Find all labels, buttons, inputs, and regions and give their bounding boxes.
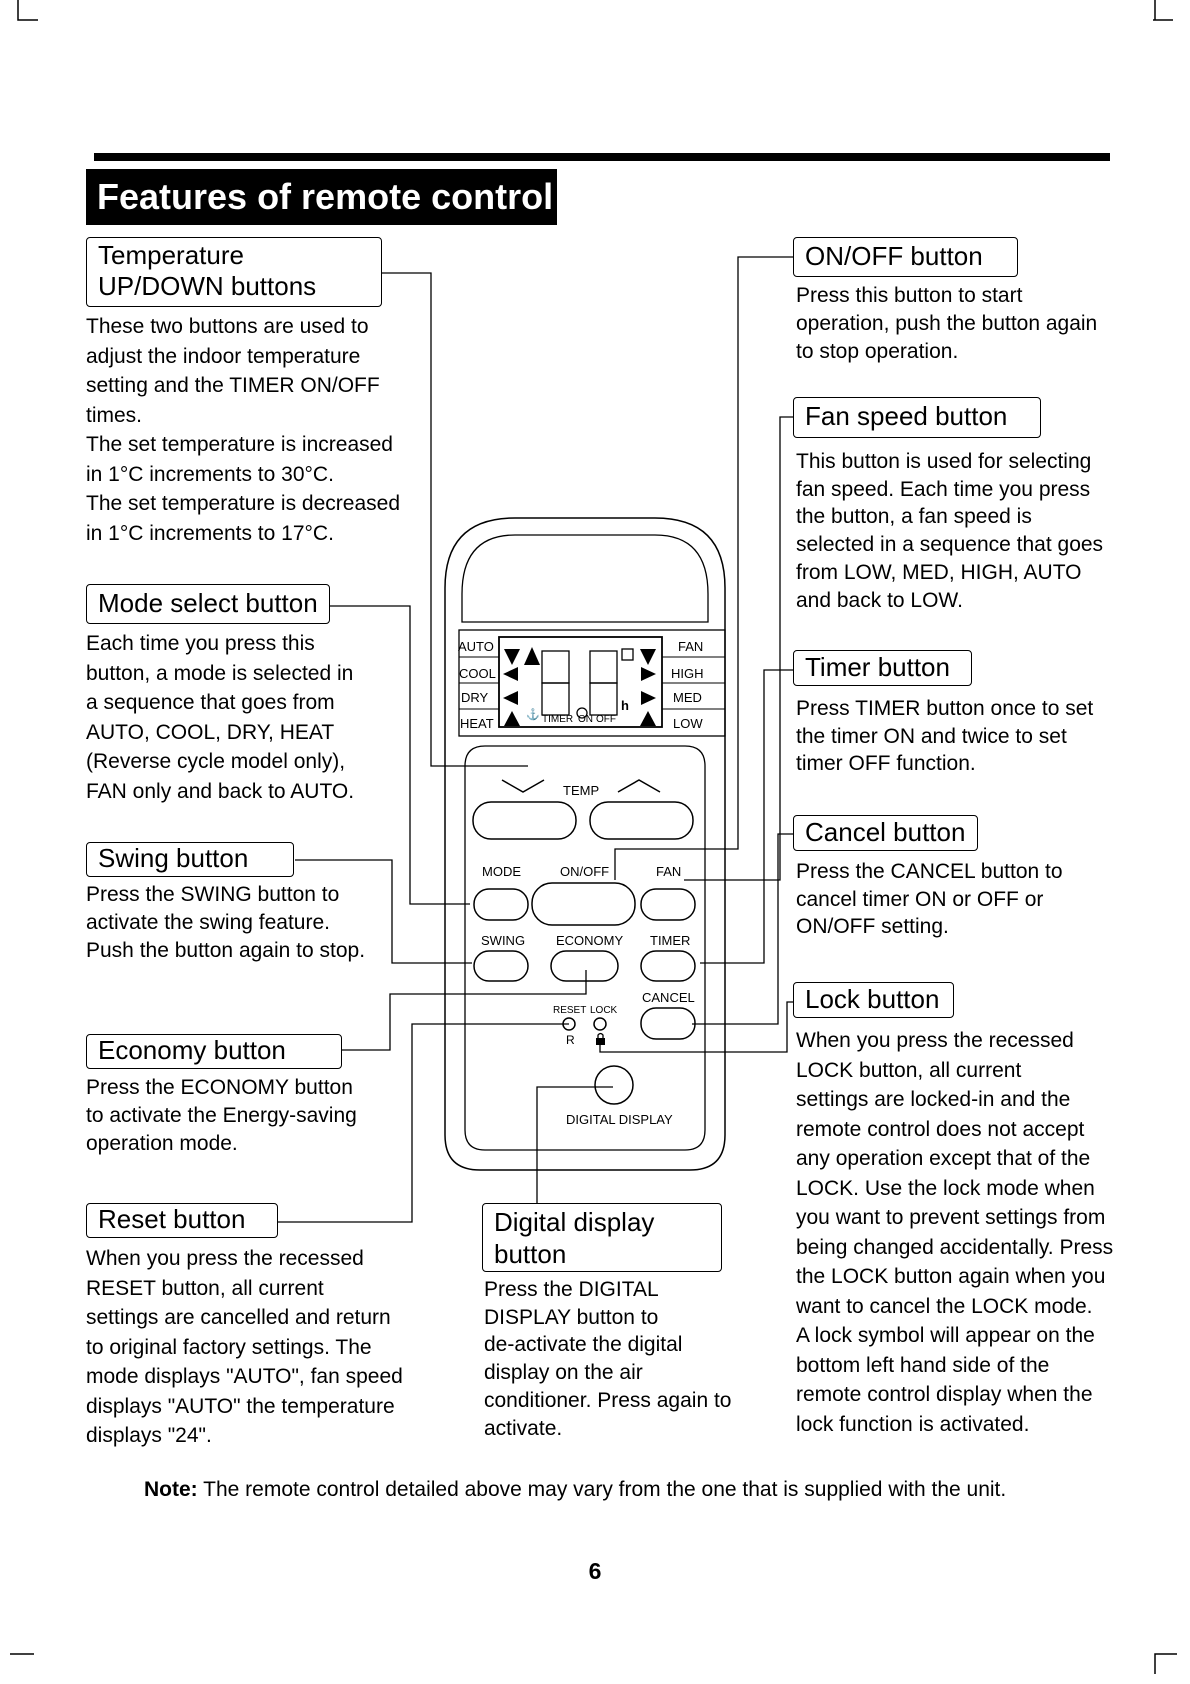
lcd-fan: FAN — [678, 639, 703, 654]
temperature-heading: Temperature UP/DOWN buttons — [86, 237, 382, 307]
lcd-mode-cool: COOL — [459, 666, 496, 681]
digital-description: Press the DIGITAL DISPLAY button to de-a… — [484, 1278, 732, 1440]
digital-display-label: DIGITAL DISPLAY — [566, 1112, 673, 1127]
note-text: The remote control detailed above may va… — [197, 1478, 1007, 1501]
footer-note: Note: The remote control detailed above … — [144, 1478, 1006, 1502]
reset-description: When you press the recessed RESET button… — [86, 1247, 403, 1447]
cancel-heading: Cancel button — [793, 815, 978, 851]
lock-label: LOCK — [590, 1005, 618, 1016]
temperature-heading-line2: UP/DOWN buttons — [98, 271, 317, 301]
lcd-off: OFF — [596, 714, 616, 725]
header-rule — [94, 153, 1110, 161]
cancel-description: Press the CANCEL button to cancel timer … — [796, 860, 1063, 939]
temp-label: TEMP — [563, 783, 599, 798]
cancel-label: CANCEL — [642, 990, 695, 1005]
timer-description: Press TIMER button once to set the timer… — [796, 697, 1094, 776]
digital-heading-line2: button — [494, 1239, 567, 1269]
lock-heading: Lock button — [793, 982, 954, 1018]
lcd-mode-heat: HEAT — [460, 716, 494, 731]
reset-label: RESET — [553, 1005, 586, 1016]
economy-button — [550, 950, 619, 982]
digital-heading: Digital display button — [482, 1203, 722, 1272]
lcd-h: h — [621, 698, 629, 713]
leader-lines — [278, 256, 793, 1223]
lcd-on: ON — [578, 714, 593, 725]
fan-label: FAN — [656, 864, 681, 879]
lcd-mode-dry: DRY — [461, 690, 489, 705]
lcd-screen — [498, 636, 663, 728]
lcd-lock-glyph: ⚓ — [526, 708, 540, 721]
timer-label: TIMER — [650, 933, 690, 948]
crop-mark-top-right — [1153, 0, 1173, 21]
economy-label: ECONOMY — [556, 933, 624, 948]
onoff-description: Press this button to start operation, pu… — [796, 284, 1098, 363]
remote-button-panel — [464, 745, 706, 1151]
temp-down-button — [472, 801, 577, 840]
mode-description: Each time you press this button, a mode … — [86, 632, 355, 803]
swing-label: SWING — [481, 933, 525, 948]
temperature-heading-line1: Temperature — [98, 240, 244, 270]
mode-button — [473, 888, 529, 921]
temp-up-arrow — [617, 779, 661, 793]
mode-label: MODE — [482, 864, 521, 879]
mode-heading: Mode select button — [86, 584, 330, 624]
swing-description: Press the SWING button to activate the s… — [86, 883, 366, 962]
crop-mark-bottom-left — [10, 1653, 34, 1655]
remote-body — [444, 517, 726, 1171]
page-number: 6 — [588, 1558, 602, 1584]
lcd-fan-med: MED — [673, 690, 702, 705]
temperature-description: These two buttons are used to adjust the… — [86, 315, 400, 545]
lcd-digits — [541, 648, 634, 719]
fan-heading: Fan speed button — [793, 397, 1041, 438]
cancel-button — [640, 1007, 696, 1040]
lock-icon — [596, 1032, 605, 1045]
reset-button — [562, 1017, 576, 1031]
lock-description: When you press the recessed LOCK button,… — [796, 1029, 1114, 1436]
page-title: Features of remote control — [86, 169, 557, 225]
reset-r-label: R — [566, 1033, 575, 1047]
economy-heading: Economy button — [86, 1034, 342, 1069]
timer-button — [640, 950, 696, 982]
crop-mark-top-left — [17, 0, 38, 21]
lcd-arrows — [503, 647, 656, 726]
reset-heading: Reset button — [86, 1203, 278, 1238]
lcd-fan-high: HIGH — [671, 666, 704, 681]
fan-button — [640, 888, 696, 921]
crop-mark-bottom-right — [1154, 1653, 1177, 1674]
lcd-fan-low: LOW — [673, 716, 703, 731]
onoff-button — [531, 882, 636, 926]
onoff-label: ON/OFF — [560, 864, 609, 879]
lcd-timer: TIMER — [542, 714, 573, 725]
digital-heading-line1: Digital display — [494, 1207, 655, 1237]
fan-description: This button is used for selecting fan sp… — [796, 450, 1104, 612]
economy-description: Press the ECONOMY button to activate the… — [86, 1076, 357, 1155]
swing-heading: Swing button — [86, 842, 294, 877]
digital-display-button — [594, 1065, 634, 1105]
swing-button — [473, 950, 529, 982]
remote-window — [461, 534, 709, 623]
lcd-mode-auto: AUTO — [458, 639, 494, 654]
note-label: Note: — [144, 1478, 198, 1501]
temp-down-arrow — [501, 779, 545, 793]
lock-button — [593, 1017, 607, 1031]
temp-up-button — [589, 801, 694, 840]
onoff-heading: ON/OFF button — [793, 237, 1018, 277]
timer-heading: Timer button — [793, 650, 972, 686]
